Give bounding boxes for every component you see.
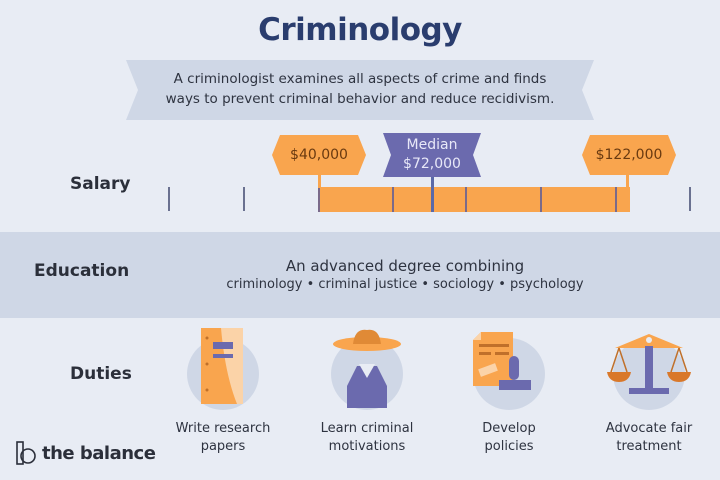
- median-pin: [431, 175, 434, 212]
- high-salary-value: $122,000: [595, 147, 663, 163]
- education-main-text: An advanced degree combining: [285, 257, 525, 275]
- scale-tick: [243, 187, 245, 211]
- ribbon-shape: [126, 60, 594, 120]
- brand-name: the balance: [42, 442, 156, 464]
- low-pin: [318, 172, 321, 188]
- duty-label-line: Learn criminal: [320, 421, 414, 436]
- duty-label-line: Write research: [175, 421, 271, 436]
- salary-range-bar: [318, 187, 630, 212]
- detective-icon: [333, 329, 401, 408]
- median-salary-value: $72,000: [403, 156, 461, 172]
- balance-logo-icon: [16, 441, 36, 465]
- description-line-1: A criminologist examines all aspects of …: [173, 71, 547, 87]
- duty-label-line: motivations: [328, 439, 406, 454]
- duty-label-line: treatment: [616, 439, 682, 454]
- description-text: A criminologist examines all aspects of …: [126, 69, 594, 109]
- education-label: Education: [34, 261, 130, 281]
- duty-item: Develop policies: [454, 328, 564, 456]
- scale-tick: [540, 187, 542, 212]
- high-pin: [626, 172, 629, 188]
- description-line-2: ways to prevent criminal behavior and re…: [165, 91, 555, 107]
- notebook-icon: [201, 328, 243, 404]
- document-stamp-icon: [473, 332, 531, 390]
- brand-logo: the balance: [16, 441, 156, 465]
- duty-label-line: papers: [200, 439, 246, 454]
- salary-label: Salary: [70, 174, 131, 194]
- scales-icon: [607, 334, 691, 394]
- duty-item: Learn criminal motivations: [312, 328, 422, 456]
- scale-tick: [615, 187, 617, 212]
- median-label: Median: [406, 137, 458, 153]
- duty-label-line: policies: [484, 439, 534, 454]
- scale-tick: [689, 187, 691, 211]
- scale-tick: [392, 187, 394, 212]
- education-subjects: criminology • criminal justice • sociolo…: [226, 277, 584, 292]
- scale-tick: [465, 187, 467, 212]
- duty-item: Write research papers: [168, 328, 278, 456]
- duty-item: Advocate fair treatment: [594, 328, 704, 456]
- duty-label-line: Develop: [482, 421, 536, 436]
- median-salary-tag: Median $72,000: [383, 133, 481, 177]
- description-banner: A criminologist examines all aspects of …: [126, 60, 594, 120]
- scale-tick: [168, 187, 170, 211]
- duties-label: Duties: [70, 364, 132, 384]
- page-title: Criminology: [258, 12, 462, 48]
- low-salary-value: $40,000: [290, 147, 348, 163]
- scale-tick: [318, 187, 320, 212]
- high-salary-tag: $122,000: [582, 135, 676, 175]
- education-band: [0, 232, 720, 318]
- low-salary-tag: $40,000: [272, 135, 366, 175]
- duty-label-line: Advocate fair: [605, 421, 693, 436]
